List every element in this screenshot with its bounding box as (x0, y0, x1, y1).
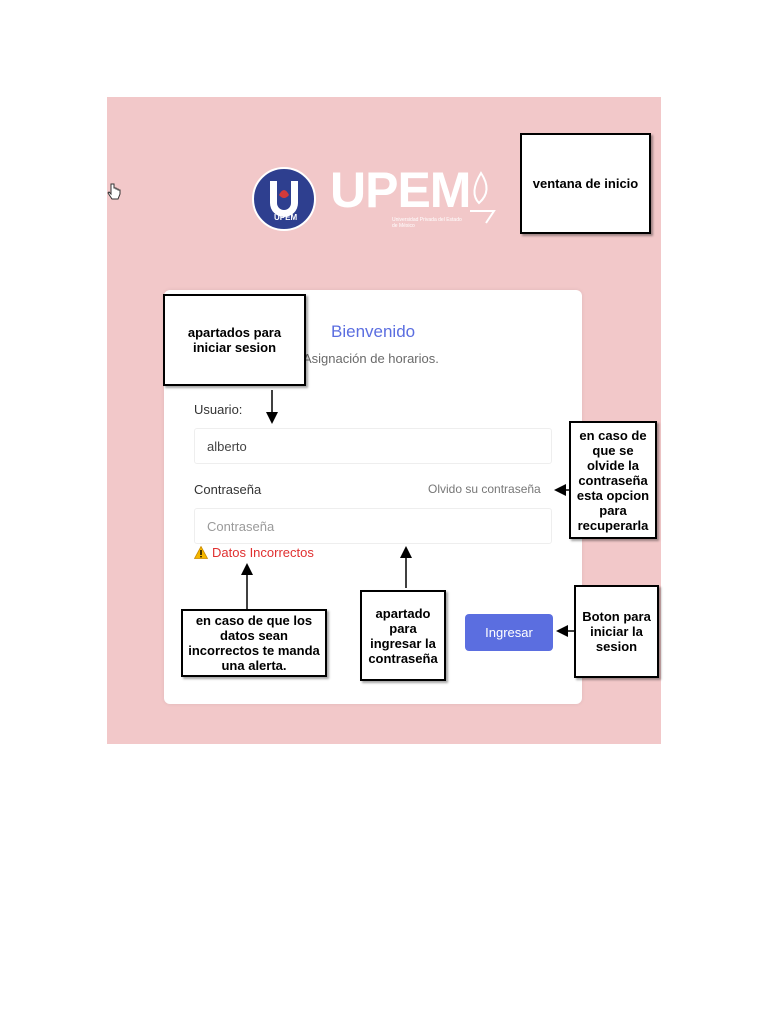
logo-brand-subtext: Universidad Privada del Estado de México (392, 217, 462, 229)
annotation-login-fields: apartados para iniciar sesion (163, 294, 306, 386)
annotation-error-alert: en caso de que los datos sean incorrecto… (181, 609, 327, 677)
welcome-title: Bienvenido (331, 322, 416, 341)
annotation-forgot-password: en caso de que se olvide la contraseña e… (569, 421, 657, 539)
logo-badge-text: UPEM (274, 213, 298, 222)
password-input[interactable]: Contraseña (194, 508, 552, 544)
flame-icon (470, 171, 496, 224)
error-alert: Datos Incorrectos (194, 545, 314, 560)
upem-logo: UPEM UPEM Universidad Privada del Estado… (252, 162, 502, 237)
error-text: Datos Incorrectos (212, 545, 314, 560)
warning-icon (194, 546, 208, 559)
annotation-login-window: ventana de inicio (520, 133, 651, 234)
password-label: Contraseña (194, 482, 262, 497)
hand-cursor-icon (107, 183, 121, 200)
annotation-password-field: apartado para ingresar la contraseña (360, 590, 446, 681)
forgot-password-link[interactable]: Olvido su contraseña (428, 482, 541, 496)
subtitle: Asignación de horarios. (303, 351, 439, 366)
username-input[interactable]: alberto (194, 428, 552, 464)
logo-brand-text: UPEM (330, 162, 471, 218)
username-label: Usuario: (194, 402, 243, 417)
annotation-submit-button: Boton para iniciar la sesion (574, 585, 659, 678)
submit-button[interactable]: Ingresar (465, 614, 553, 651)
